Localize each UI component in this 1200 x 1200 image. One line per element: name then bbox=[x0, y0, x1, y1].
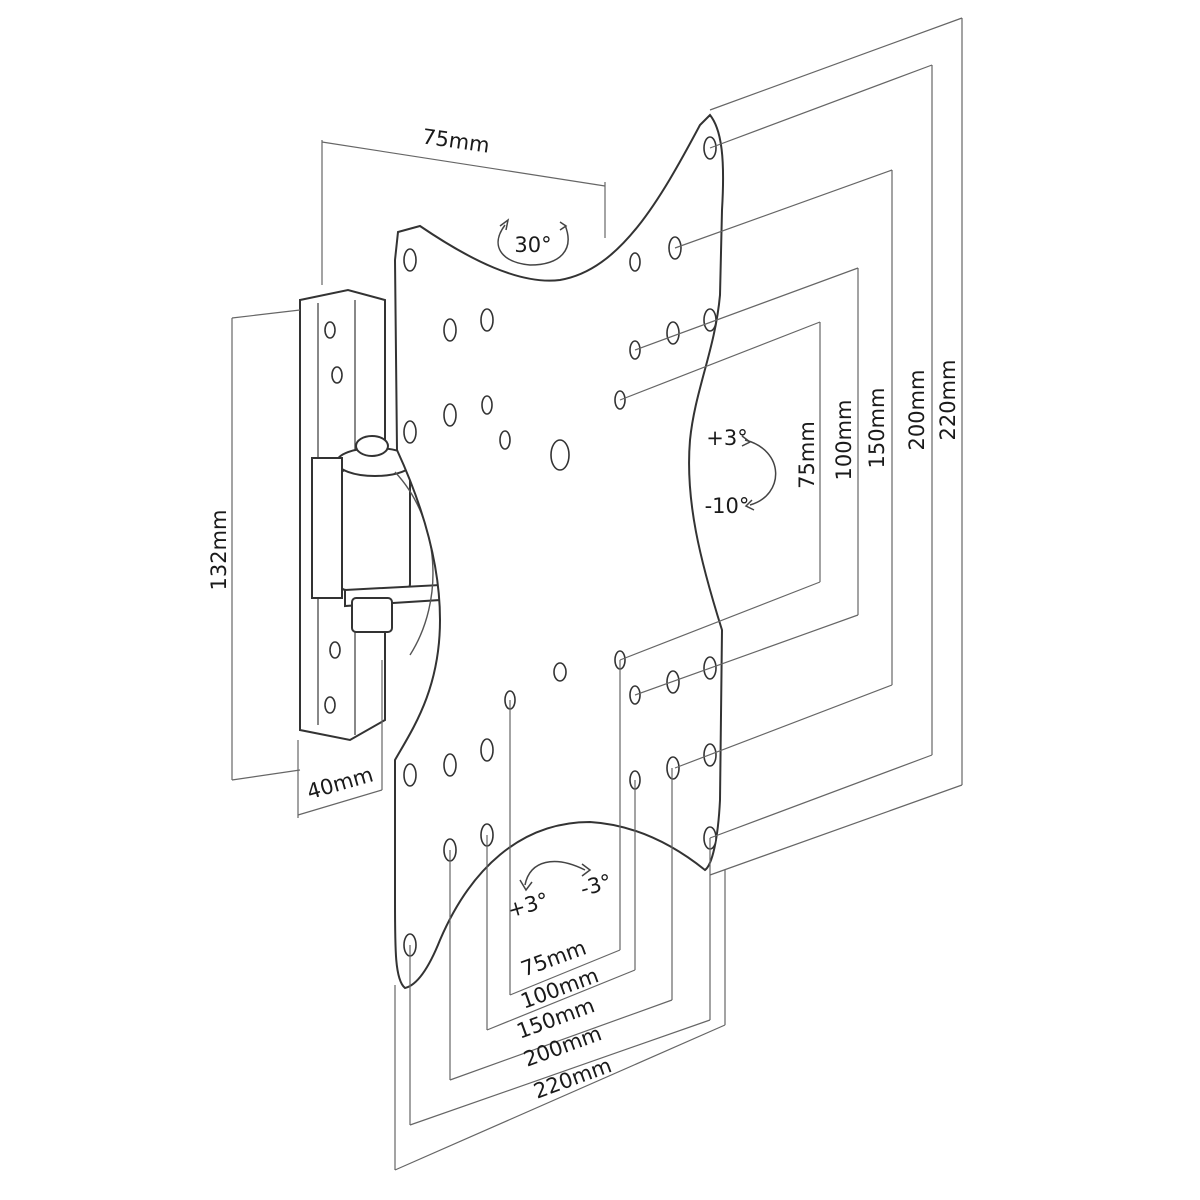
vesa-vertical-dimensions bbox=[619, 17, 963, 876]
depth-dimension-bottom bbox=[297, 660, 383, 818]
rotation-angle-label: 30° bbox=[514, 233, 551, 257]
tilt-up-label: +3° bbox=[706, 426, 747, 450]
vesa-v-75-label: 75mm bbox=[795, 421, 819, 489]
depth-top-label: 75mm bbox=[421, 124, 491, 157]
vesa-v-220-label: 220mm bbox=[936, 360, 960, 441]
tilt-down-label: -10° bbox=[705, 494, 750, 518]
swivel-right-label: -3° bbox=[578, 869, 615, 901]
depth-bottom-label: 40mm bbox=[304, 762, 376, 804]
hinge-arm bbox=[311, 435, 441, 656]
vesa-horizontal-dimensions bbox=[394, 660, 726, 1171]
tilt-indicator bbox=[741, 435, 777, 511]
height-label: 132mm bbox=[207, 510, 231, 591]
vesa-v-100-label: 100mm bbox=[832, 400, 856, 481]
swivel-left-label: +3° bbox=[505, 888, 551, 923]
vesa-v-150-label: 150mm bbox=[865, 388, 889, 469]
swivel-indicator bbox=[519, 860, 592, 892]
vesa-plate bbox=[393, 113, 725, 990]
rotation-indicator bbox=[497, 218, 569, 266]
height-dimension bbox=[231, 309, 301, 781]
mounting-holes bbox=[403, 136, 717, 957]
depth-dimension-top bbox=[321, 140, 606, 285]
vesa-v-200-label: 200mm bbox=[905, 370, 929, 451]
